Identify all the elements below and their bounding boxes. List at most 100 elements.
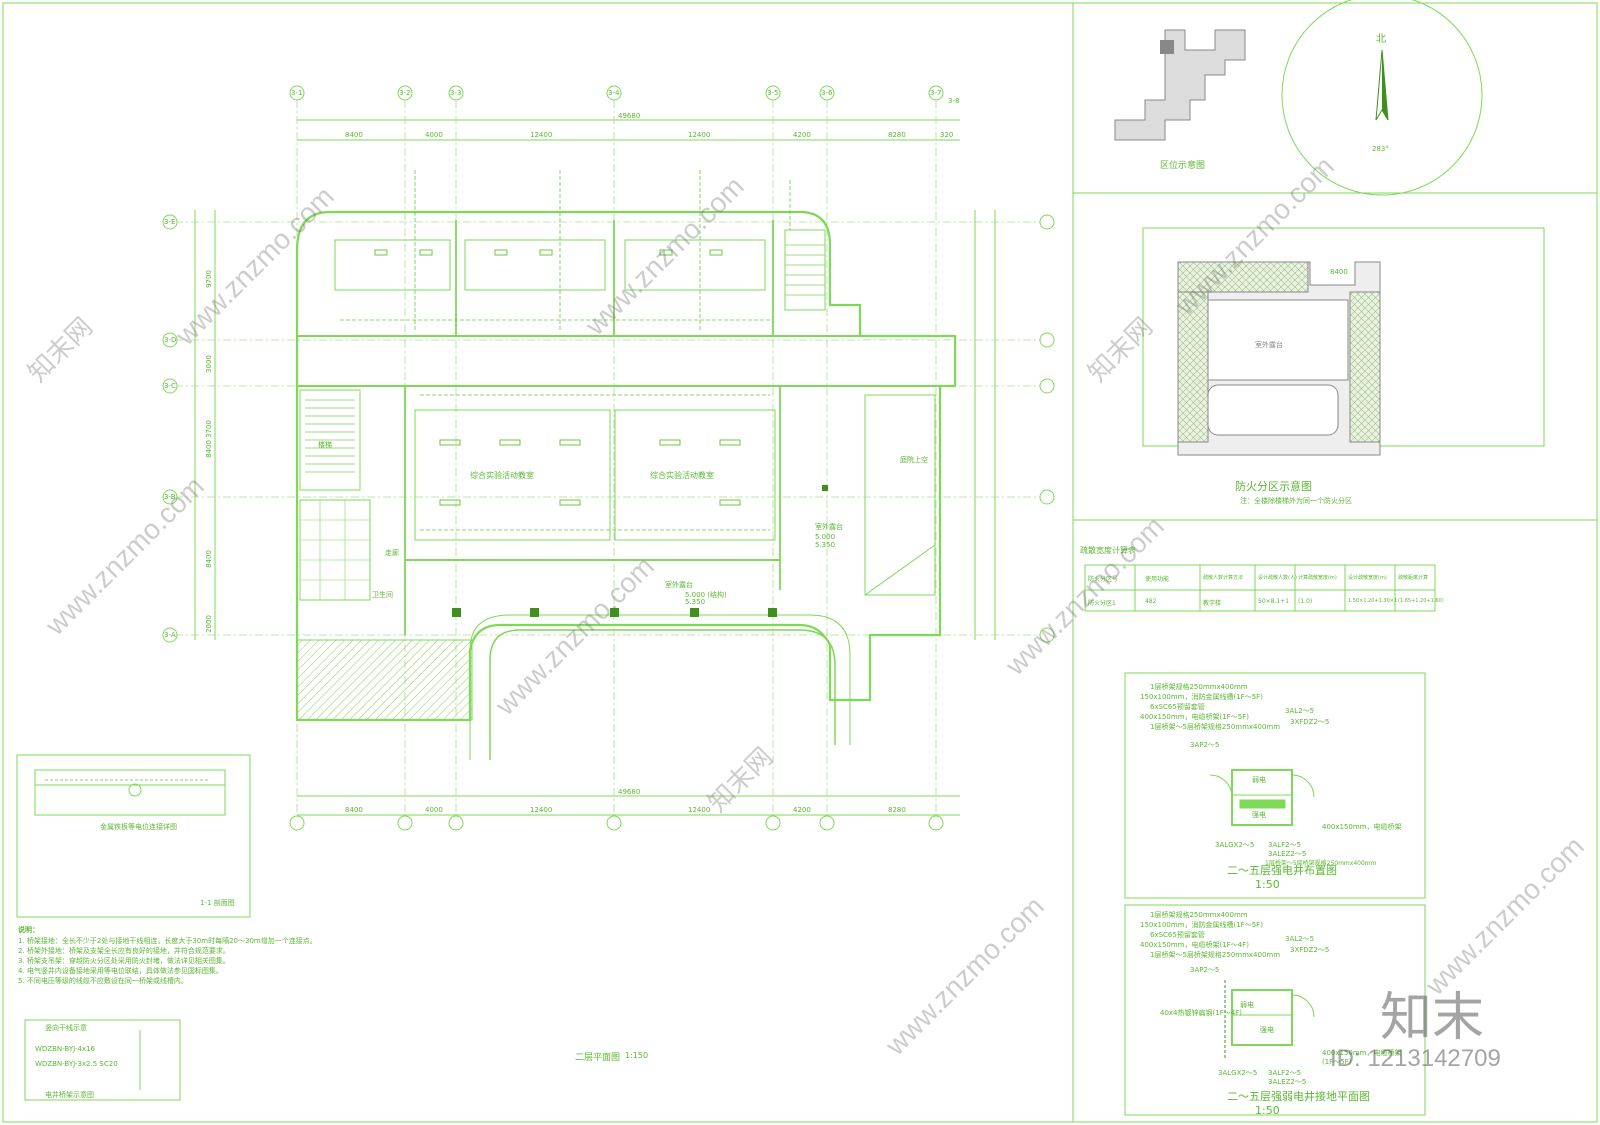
north-angle: 283°: [1372, 145, 1389, 153]
shaft1-note: 3ALGX2～5: [1215, 841, 1255, 849]
shaft1-note: 400x150mm，电缆桥架(1F～5F): [1140, 713, 1249, 721]
elevation: 5.350: [685, 598, 706, 606]
grid-label: 3-1: [291, 89, 303, 97]
shaft1-note: 150x100mm，消防金属线槽(1F～5F): [1140, 693, 1263, 701]
shaft1-note: 3ALF2～5: [1268, 841, 1302, 849]
table-cell: 482: [1145, 598, 1157, 605]
detail-box: [16, 754, 251, 1101]
legend-title: 竖向干线示意: [45, 1024, 87, 1032]
shaft1-note: 弱电: [1252, 776, 1266, 784]
shaft2-note: 1层桥架～5层桥架规格250mmx400mm: [1150, 951, 1281, 959]
shaft2-note: 3XFDZ2～5: [1290, 946, 1330, 954]
plan-scale: 1:150: [625, 1051, 649, 1060]
table-header: 设计疏散宽度(m): [1348, 575, 1387, 581]
legend-line: 电井桥架示意图: [45, 1091, 94, 1099]
shaft2-scale: 1:50: [1255, 1104, 1280, 1117]
note-line: 4. 电气竖井内设备接地采用等电位联结，具体做法参见国标图集。: [18, 967, 223, 975]
note-line: 3. 桥架支吊架：穿越防火分区处采用防火封堵，做法详见相关图集。: [18, 957, 230, 965]
dim-top: 12400: [688, 131, 711, 139]
shaft1-scale: 1:50: [1255, 878, 1280, 891]
grid-label: 3-5: [767, 89, 779, 97]
dim-top: 8280: [888, 131, 906, 139]
shaft2-note: 1层桥架规格250mmx400mm: [1150, 911, 1248, 919]
watermark-id: ID: 1213142709: [1330, 1045, 1501, 1072]
table-header: 疏散距离计算: [1398, 575, 1429, 581]
shaft1-note: 6xSC65预留套管: [1150, 703, 1205, 711]
notes-heading: 说明：: [18, 926, 39, 934]
legend-line: WDZBN-BYJ-4x16: [35, 1045, 95, 1053]
shaft2-title: 二～五层强弱电井接地平面图: [1227, 1090, 1370, 1103]
shaft2-note: 40x4热镀锌扁钢(1F～4F): [1160, 1009, 1242, 1017]
shaft-detail-2: [1124, 904, 1426, 1116]
shaft2-note: 400x150mm，电缆桥架: [1322, 1049, 1402, 1057]
room-label: 室外露台: [815, 523, 843, 531]
location-title: 区位示意图: [1160, 161, 1206, 171]
shaft1-note: 3XFDZ2～5: [1290, 718, 1330, 726]
elevation: 5.000: [815, 533, 836, 541]
dim-left: 2000: [204, 615, 213, 633]
room-label: 走廊: [385, 549, 399, 557]
table-header: 使用功能: [1145, 576, 1170, 583]
watermark-logo: 知末: [1380, 989, 1485, 1047]
table-cell: 防火分区1: [1088, 600, 1116, 607]
dim-left: 8400: [204, 550, 213, 568]
shaft1-note: 400x150mm，电缆桥架: [1322, 823, 1402, 831]
grid-label-side: 3-D: [164, 336, 177, 344]
detail-title: 金属铁板等电位连接详图: [100, 823, 177, 831]
table-cell: 教学楼: [1203, 600, 1222, 607]
plan-overall-dim: 49680: [618, 112, 641, 120]
plan-overall-dim-bottom: 49680: [618, 788, 641, 796]
evac-table: [1084, 564, 1436, 612]
shaft1-note: 1层桥架规格250mmx400mm: [1150, 683, 1248, 691]
shaft1-note: 3AL2～5: [1285, 707, 1315, 715]
grid-label: 3-4: [608, 89, 620, 97]
room-label: 室外露台: [665, 581, 693, 589]
shaft2-note: 150x100mm，消防金属线槽(1F～5F): [1140, 921, 1263, 929]
note-line: 1. 桥架接地：全长不少于2处与接地干线相连，长度大于30m时每隔20～30m增…: [18, 937, 317, 945]
plan-title: 二层平面图: [575, 1053, 621, 1063]
shaft2-note: 强电: [1260, 1026, 1274, 1034]
shaft2-note: 3AL2～5: [1285, 935, 1315, 943]
legend-line: WDZBN-BYJ-3x2.5 SC20: [35, 1060, 118, 1068]
shaft1-title: 二～五层强电井布置图: [1227, 864, 1337, 877]
floor-plan: [175, 100, 1040, 816]
grid-label: 3-7: [930, 89, 942, 97]
location-map: [1114, 0, 1483, 196]
dim-left: 3700: [204, 420, 213, 438]
grid-label: 3-6: [821, 89, 833, 97]
grid-label: 3-3: [450, 89, 462, 97]
table-header: 设计疏散人数(人): [1258, 575, 1297, 581]
note-line: 5. 不同电压等级的线缆不应敷设在同一桥架或线槽内。: [18, 977, 188, 985]
section-label: 1-1 剖面图: [200, 899, 235, 907]
dim-top: 12400: [530, 131, 553, 139]
shaft1-note: 1层桥架～5层桥架规格250mmx400mm: [1265, 860, 1377, 867]
fire-title: 防火分区示意图: [1235, 480, 1312, 493]
elevation: 5.350: [815, 541, 836, 549]
shaft-detail-1: [1124, 672, 1426, 899]
table-title: 疏散宽度计算表: [1080, 546, 1136, 555]
note-line: 2. 桥架外接地：桥架及支架全长应有良好的接地，并符合规范要求。: [18, 947, 230, 955]
fire-dim: 8400: [1330, 268, 1348, 276]
dim-top: 8400: [345, 131, 363, 139]
shaft1-note: 3ALEZ2～5: [1268, 850, 1307, 858]
table-header: 计算疏散宽度(m): [1298, 575, 1337, 581]
shaft1-note: 强电: [1252, 811, 1266, 819]
dim-bottom: 8400: [345, 806, 363, 814]
shaft2-note: 3ALF2～5: [1268, 1069, 1302, 1077]
shaft2-note: 3ALEZ2～5: [1268, 1078, 1307, 1086]
dim-top: 4000: [425, 131, 443, 139]
dim-bottom: 8280: [888, 806, 906, 814]
grid-bubbles: [162, 85, 1055, 831]
dim-bottom: 4000: [425, 806, 443, 814]
table-cell: (1.0): [1298, 598, 1313, 605]
fire-zone-map: [1142, 227, 1545, 456]
grid-label-side: 3-A: [164, 631, 176, 639]
dim-left: 3000: [204, 355, 213, 373]
shaft2-note: 3ALGX2～5: [1218, 1069, 1258, 1077]
elevation: 5.000 (结构): [685, 591, 727, 599]
dim-left: 8400: [204, 440, 213, 458]
grid-label-side: 3-C: [164, 382, 176, 390]
room-label: 楼梯: [318, 441, 332, 449]
room-label: 综合实验活动教室: [650, 471, 714, 480]
